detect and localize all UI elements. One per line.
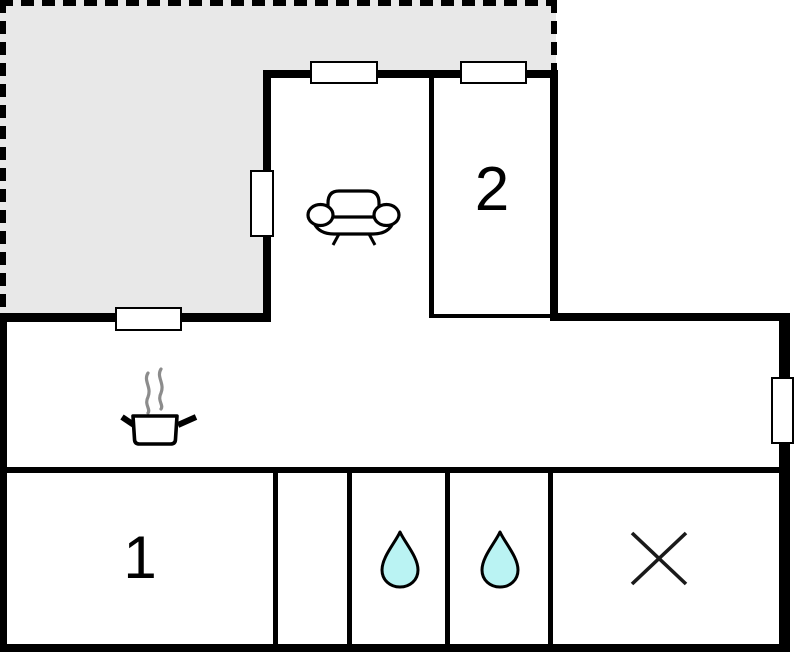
- wall-separator-room1: [273, 473, 278, 644]
- wall-upper-right: [550, 313, 790, 321]
- window-room2-top: [460, 61, 527, 84]
- wall-separator-closet: [347, 473, 352, 644]
- wall-room2-left: [429, 78, 434, 318]
- wall-room2-bottom: [429, 314, 555, 318]
- cooking-pot-icon: [120, 367, 198, 446]
- wall-outer-bottom: [0, 644, 790, 652]
- terrace-dashed-edge-left: [0, 0, 6, 315]
- wall-outer-left: [0, 313, 7, 652]
- wall-middle-horizontal: [0, 467, 786, 473]
- terrace-area: [0, 0, 267, 315]
- wall-outer-right: [779, 313, 790, 652]
- wall-living-top: [263, 70, 558, 78]
- window-right-wall: [771, 377, 794, 444]
- room-2-label: 2: [474, 155, 510, 224]
- terrace-dashed-edge-right: [551, 0, 557, 71]
- sofa-icon: [306, 189, 401, 246]
- wall-separator-bath1: [445, 473, 450, 644]
- window-living-left: [250, 170, 274, 237]
- water-drop-icon: [380, 530, 420, 589]
- terrace-dashed-edge-top: [0, 0, 556, 6]
- wall-living-right: [550, 70, 558, 321]
- cross-icon: [630, 531, 688, 586]
- wall-separator-bath2: [548, 473, 553, 644]
- steam-icon: [144, 367, 164, 415]
- window-living-top: [310, 61, 378, 84]
- window-terrace-bottom: [115, 307, 182, 331]
- room-1-label: 1: [123, 524, 157, 591]
- water-drop-icon: [480, 530, 520, 589]
